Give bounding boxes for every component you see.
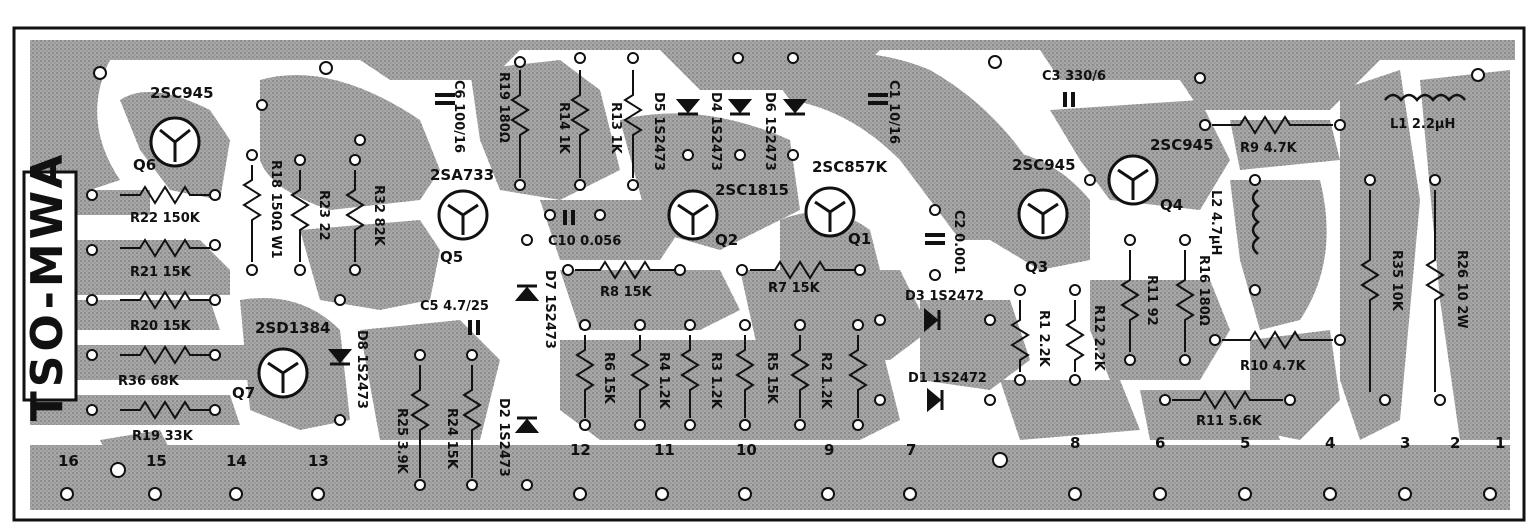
label-d5: D5 1S2473 xyxy=(651,92,666,171)
label-c5: C5 4.7/25 xyxy=(420,299,489,314)
label-c10: C10 0.056 xyxy=(548,234,621,249)
pad-number-5: 5 xyxy=(1240,434,1250,452)
label-q3-ref: Q3 xyxy=(1025,258,1048,276)
label-c1: C1 10/16 xyxy=(886,80,901,144)
label-r7: R7 15K xyxy=(768,281,821,296)
label-c6: C6 100/16 xyxy=(451,80,466,153)
label-r35: R35 10K xyxy=(1389,250,1404,312)
label-r25: R25 3.9K xyxy=(394,408,409,475)
label-r36: R36 68K xyxy=(118,374,180,389)
pad-number-9: 9 xyxy=(824,441,834,459)
label-r12: R12 2.2K xyxy=(1091,305,1106,372)
label-r8: R8 15K xyxy=(600,285,653,300)
label-c3: C3 330/6 xyxy=(1042,69,1106,84)
label-l2: L2 4.7μH xyxy=(1208,190,1223,255)
capacitors xyxy=(435,92,1075,335)
pad-number-11: 11 xyxy=(654,441,675,459)
label-r32: R32 82K xyxy=(371,185,386,247)
label-q1-ref: Q1 xyxy=(848,230,871,248)
label-r19: R19 33K xyxy=(132,429,194,444)
label-d7: D7 1S2473 xyxy=(542,270,557,349)
label-r10: R10 4.7K xyxy=(1240,359,1307,374)
label-d1: D1 1S2472 xyxy=(908,371,987,386)
label-r20: R20 15K xyxy=(130,319,192,334)
label-r26: R26 10 2W xyxy=(1454,250,1469,329)
pad-number-2: 2 xyxy=(1450,434,1460,452)
label-q6: 2SC945 xyxy=(150,84,214,102)
label-r11: R11 92 xyxy=(1144,275,1159,326)
label-d8: D8 1S2473 xyxy=(354,330,369,409)
pad-number-14: 14 xyxy=(226,452,247,470)
board-title: TSO-MWA xyxy=(22,151,73,422)
label-r23: R23 22 xyxy=(316,190,331,241)
pad-numbers: 16 15 14 13 12 11 10 9 7 8 6 5 4 3 2 1 xyxy=(58,434,1505,470)
title-box: TSO-MWA xyxy=(22,151,78,422)
label-r21: R21 15K xyxy=(130,265,192,280)
diodes xyxy=(327,99,944,433)
label-r24: R24 15K xyxy=(444,408,459,470)
label-r4: R4 1.2K xyxy=(656,352,671,410)
label-q6-ref: Q6 xyxy=(133,156,156,174)
label-q2: 2SC1815 xyxy=(715,181,789,199)
label-q1: 2SC857K xyxy=(812,158,889,176)
pads xyxy=(60,52,1497,501)
label-r6: R6 15K xyxy=(601,352,616,405)
label-r5: R5 15K xyxy=(764,352,779,405)
label-r19b: R19 180Ω xyxy=(496,72,511,143)
component-labels: 2SC945 Q6 R22 150K R21 15K R20 15K R36 6… xyxy=(118,69,1469,477)
label-d4: D4 1S2473 xyxy=(708,92,723,171)
label-l1: L1 2.2μH xyxy=(1390,117,1455,132)
label-d3: D3 1S2472 xyxy=(905,289,984,304)
label-q5-ref: Q5 xyxy=(440,248,463,266)
label-q7-ref: Q7 xyxy=(232,384,255,402)
inductors xyxy=(1251,93,1466,255)
label-r11b: R11 5.6K xyxy=(1196,414,1263,429)
label-r2: R2 1.2K xyxy=(818,352,833,410)
label-q5: 2SA733 xyxy=(430,166,494,184)
label-r22: R22 150K xyxy=(130,211,201,226)
pad-number-1: 1 xyxy=(1495,434,1505,452)
label-r9: R9 4.7K xyxy=(1240,141,1298,156)
label-q3: 2SC945 xyxy=(1012,156,1076,174)
label-r16: R16 180Ω xyxy=(1196,255,1211,326)
label-r13: R13 1K xyxy=(608,102,623,155)
label-q7: 2SD1384 xyxy=(255,319,330,337)
label-r1: R1 2.2K xyxy=(1036,310,1051,368)
label-r18: R18 150Ω W1 xyxy=(268,160,283,259)
label-r14: R14 1K xyxy=(556,102,571,155)
label-q4: 2SC945 xyxy=(1150,136,1214,154)
pad-number-15: 15 xyxy=(146,452,167,470)
pad-number-13: 13 xyxy=(308,452,329,470)
label-r3: R3 1.2K xyxy=(708,352,723,410)
pad-number-10: 10 xyxy=(736,441,757,459)
pad-number-8: 8 xyxy=(1070,434,1080,452)
pad-number-7: 7 xyxy=(906,441,916,459)
resistors xyxy=(120,70,1445,478)
label-c2: C2 0.001 xyxy=(951,210,966,274)
label-d6: D6 1S2473 xyxy=(762,92,777,171)
label-q2-ref: Q2 xyxy=(715,231,738,249)
label-d2: D2 1S2473 xyxy=(496,398,511,477)
label-q4-ref: Q4 xyxy=(1160,196,1183,214)
pad-number-6: 6 xyxy=(1155,434,1165,452)
pad-number-4: 4 xyxy=(1325,434,1335,452)
pad-number-3: 3 xyxy=(1400,434,1410,452)
pad-number-12: 12 xyxy=(570,441,591,459)
pad-number-16: 16 xyxy=(58,452,79,470)
